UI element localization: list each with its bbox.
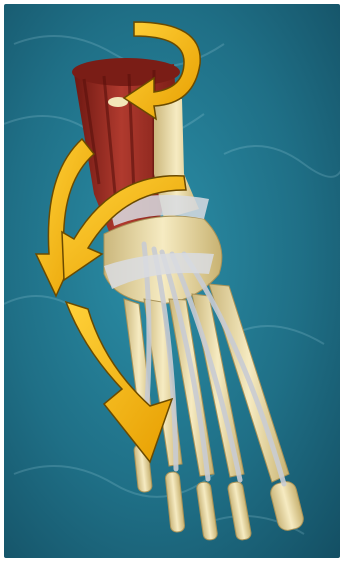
foot-illustration [4, 4, 340, 558]
foot-anatomy-svg [4, 4, 340, 558]
